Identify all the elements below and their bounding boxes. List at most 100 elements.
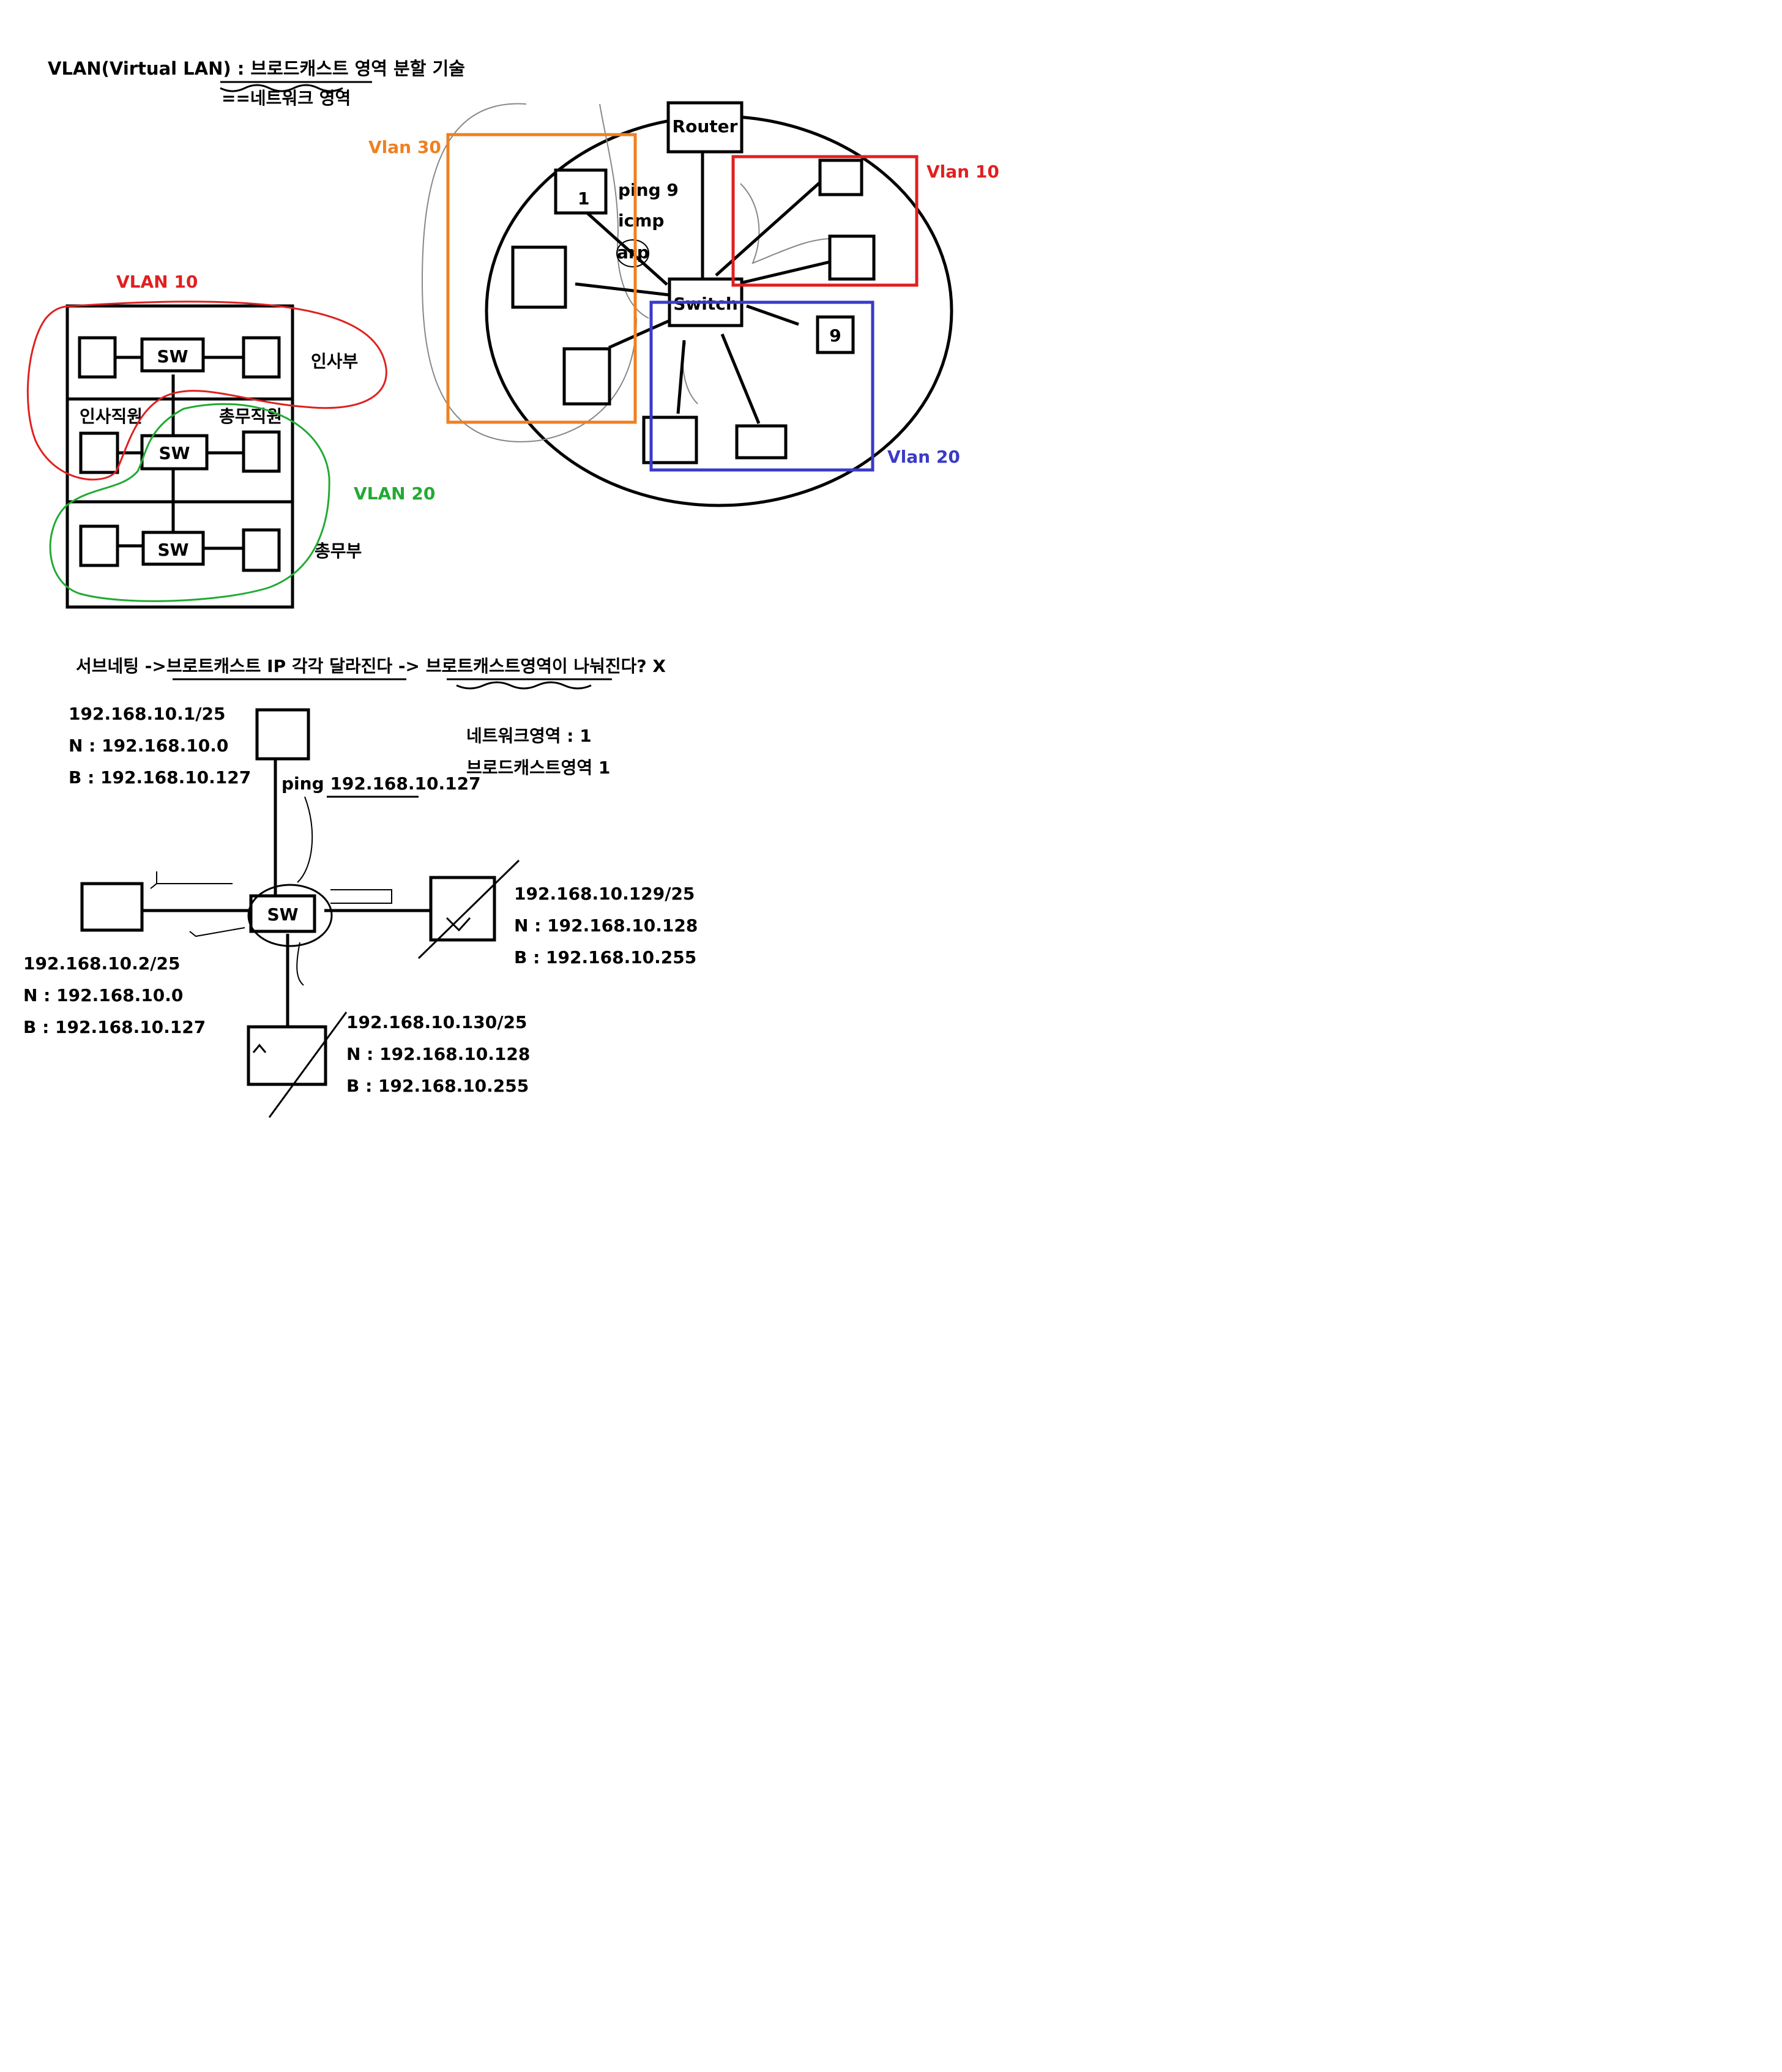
host-ip: 192.168.10.130/25 bbox=[346, 1012, 527, 1032]
host-network: N : 192.168.10.0 bbox=[69, 736, 228, 756]
pc-box bbox=[511, 245, 567, 309]
link bbox=[577, 204, 668, 286]
host-left-info: 192.168.10.2/25 N : 192.168.10.0 B : 192… bbox=[23, 953, 206, 1037]
page-subtitle: ==네트워크 영역 bbox=[222, 88, 351, 108]
switch-box bbox=[140, 337, 205, 373]
host-right-strike bbox=[417, 859, 520, 960]
host-broadcast: B : 192.168.10.127 bbox=[69, 767, 251, 788]
host-broadcast: B : 192.168.10.127 bbox=[23, 1017, 206, 1037]
host-bottom-info: 192.168.10.130/25 N : 192.168.10.128 B :… bbox=[346, 1012, 530, 1096]
network-vlan10-label: Vlan 10 bbox=[926, 162, 999, 182]
floor2-right-label: 총무직원 bbox=[219, 406, 282, 427]
floor2-left-label: 인사직원 bbox=[80, 406, 143, 427]
link bbox=[676, 340, 686, 414]
pc-box bbox=[79, 524, 119, 567]
title-squiggle bbox=[220, 84, 343, 92]
host-bottom-strike bbox=[268, 1012, 348, 1118]
ping-label: ping 9 bbox=[618, 180, 679, 200]
host-ip: 192.168.10.2/25 bbox=[23, 953, 180, 974]
link bbox=[741, 260, 830, 285]
pc-box bbox=[242, 430, 281, 473]
host-broadcast: B : 192.168.10.255 bbox=[346, 1076, 529, 1096]
flow-arrow bbox=[189, 927, 245, 937]
vlan20-box bbox=[649, 300, 874, 472]
switch-circle bbox=[247, 884, 333, 947]
building-diagram: SW 인사부 인사직원 총무직원 SW SW 총무부 VLAN 10 bbox=[26, 272, 435, 609]
floor-2: 인사직원 총무직원 SW bbox=[79, 406, 282, 474]
flow-arrow bbox=[296, 942, 304, 986]
sketch-scribble bbox=[740, 183, 833, 264]
subnet-ping-label: ping 192.168.10.127 bbox=[281, 773, 481, 794]
building-vlan20-label: VLAN 20 bbox=[354, 483, 435, 504]
pc-box bbox=[242, 528, 281, 572]
pc-box bbox=[735, 424, 788, 460]
arp-circle bbox=[616, 239, 649, 267]
pc-9-label: 9 bbox=[829, 326, 841, 346]
sketch-scribble bbox=[421, 103, 637, 442]
subnet-switch-box bbox=[249, 894, 316, 933]
arp-label: arp bbox=[617, 242, 649, 263]
router-label: Router bbox=[673, 116, 738, 136]
switch-label: SW bbox=[157, 540, 188, 560]
pc-box bbox=[562, 347, 611, 406]
vlan10-loop bbox=[26, 300, 387, 481]
subnet-heading: 서브네팅 ->브로트캐스트 IP 각각 달라진다 -> 브로트캐스트영역이 나눠… bbox=[76, 656, 666, 676]
link bbox=[608, 319, 671, 349]
pc-box bbox=[828, 234, 876, 281]
building-outline bbox=[65, 304, 294, 609]
sketch-scribble bbox=[682, 342, 698, 404]
link bbox=[720, 334, 761, 424]
host-right-info: 192.168.10.129/25 N : 192.168.10.128 B :… bbox=[514, 884, 698, 967]
host-ip: 192.168.10.1/25 bbox=[69, 704, 225, 724]
vlan30-label: Vlan 30 bbox=[368, 137, 441, 157]
flow-arrow bbox=[150, 871, 233, 889]
host-bottom-box bbox=[247, 1025, 327, 1086]
host-broadcast: B : 192.168.10.255 bbox=[514, 947, 696, 967]
subnet-switch-label: SW bbox=[267, 904, 298, 925]
sketch-scribble bbox=[599, 103, 649, 319]
host-network: N : 192.168.10.128 bbox=[346, 1044, 530, 1064]
pc-1-label: 1 bbox=[578, 188, 589, 209]
vlan30-box bbox=[446, 133, 637, 424]
heading-squiggle bbox=[456, 681, 592, 690]
floor-1: SW 인사부 bbox=[78, 336, 358, 379]
link bbox=[575, 282, 670, 297]
building-vlan10-label: VLAN 10 bbox=[116, 272, 198, 292]
summary-broadcast: 브로드캐스트영역 1 bbox=[466, 758, 610, 778]
network-vlan20-label: Vlan 20 bbox=[887, 447, 960, 467]
switch-label: SW bbox=[157, 346, 188, 367]
host-right-check bbox=[446, 917, 471, 932]
host-top-info: 192.168.10.1/25 N : 192.168.10.0 B : 192… bbox=[69, 704, 251, 788]
floor3-label: 총무부 bbox=[315, 541, 362, 561]
summary-network: 네트워크영역 : 1 bbox=[466, 726, 592, 746]
flow-arrow bbox=[297, 796, 313, 883]
header: VLAN(Virtual LAN) : 브로드캐스트 영역 분할 기술 ==네트… bbox=[48, 58, 465, 108]
icmp-label: icmp bbox=[618, 211, 664, 231]
switch-label: SW bbox=[158, 443, 190, 463]
host-top-box bbox=[255, 708, 310, 761]
pc-box bbox=[79, 431, 119, 474]
floor1-label: 인사부 bbox=[311, 351, 358, 371]
host-right-box bbox=[429, 876, 496, 942]
pc-box bbox=[242, 336, 281, 379]
pc-1-box bbox=[554, 168, 608, 215]
vlan20-loop bbox=[49, 403, 330, 602]
host-bottom-check bbox=[252, 1043, 267, 1053]
flow-arrow bbox=[330, 889, 392, 904]
network-diagram: Router Switch 1 9 ping 9 icmp arp Vlan 3… bbox=[368, 101, 999, 507]
vlan10-box bbox=[731, 155, 919, 287]
pc-9-box bbox=[816, 315, 855, 354]
host-network: N : 192.168.10.0 bbox=[23, 985, 183, 1005]
host-ip: 192.168.10.129/25 bbox=[514, 884, 695, 904]
host-network: N : 192.168.10.128 bbox=[514, 915, 698, 936]
router-box bbox=[666, 101, 744, 154]
floor-3: SW 총무부 bbox=[79, 524, 362, 572]
link bbox=[746, 304, 799, 326]
pc-box bbox=[818, 158, 863, 196]
subnet-diagram: 서브네팅 ->브로트캐스트 IP 각각 달라진다 -> 브로트캐스트영역이 나눠… bbox=[23, 656, 698, 1118]
host-left-box bbox=[80, 882, 144, 932]
page-title: VLAN(Virtual LAN) : 브로드캐스트 영역 분할 기술 bbox=[48, 58, 465, 79]
switch-box bbox=[141, 531, 205, 566]
switch-box bbox=[140, 434, 209, 471]
